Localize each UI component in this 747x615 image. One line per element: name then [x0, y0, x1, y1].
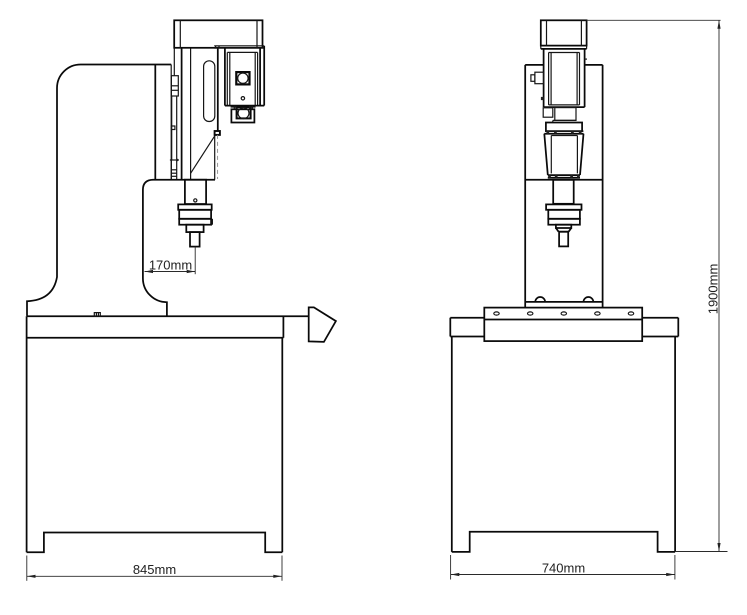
- svg-text:170mm: 170mm: [149, 257, 192, 272]
- svg-text:740mm: 740mm: [542, 560, 585, 575]
- svg-text:1900mm: 1900mm: [705, 264, 720, 315]
- svg-text:845mm: 845mm: [133, 562, 176, 577]
